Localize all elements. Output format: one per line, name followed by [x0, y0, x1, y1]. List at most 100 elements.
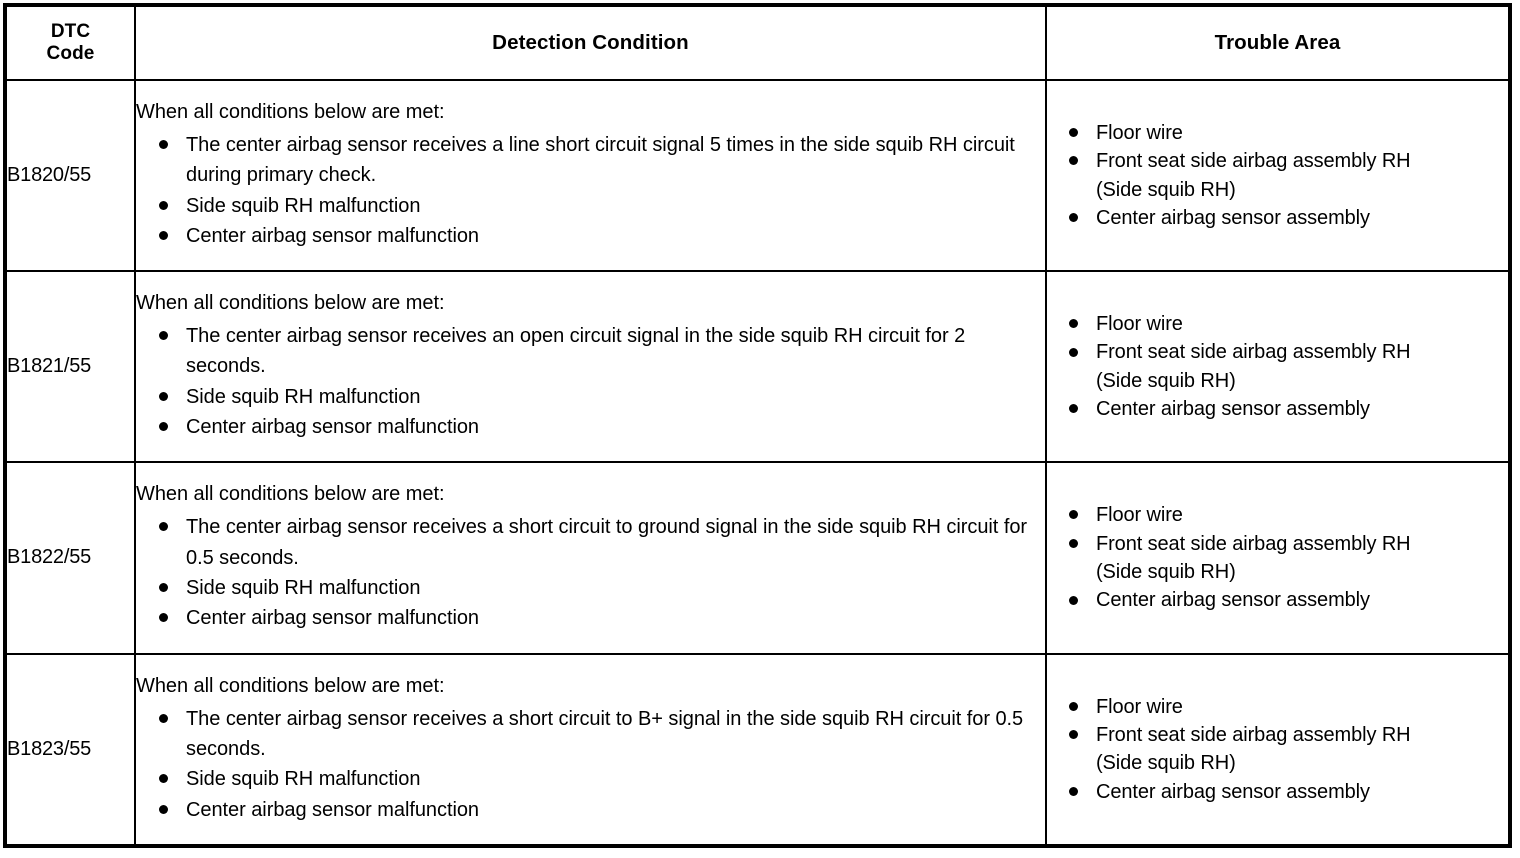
bullet-icon [159, 391, 168, 401]
list-item-text: Center airbag sensor assembly [1096, 780, 1370, 803]
bullet-icon [1069, 128, 1078, 137]
detection-condition-cell: When all conditions below are met: The c… [134, 652, 1047, 848]
list-item: Center airbag sensor malfunction [136, 795, 1045, 825]
list-item-text: Center airbag sensor malfunction [186, 224, 479, 247]
table-row: B1822/55 When all conditions below are m… [4, 461, 1511, 655]
trouble-area-cell: Floor wire Front seat side airbag assemb… [1045, 270, 1511, 464]
list-item: Center airbag sensor assembly [1047, 778, 1508, 806]
list-item: The center airbag sensor receives a shor… [136, 512, 1045, 573]
list-item-text: Floor wire [1096, 504, 1183, 527]
list-item: Center airbag sensor malfunction [136, 412, 1045, 442]
column-header-trouble-area: Trouble Area [1045, 4, 1511, 81]
bullet-icon [159, 713, 168, 723]
list-item-subtext: (Side squib RH) [1096, 752, 1236, 775]
list-item-text: Side squib RH malfunction [186, 576, 421, 599]
list-item-text: Front seat side airbag assembly RH [1096, 341, 1411, 364]
list-item-text: Front seat side airbag assembly RH [1096, 532, 1411, 555]
column-header-dtc-code-line2: Code [46, 43, 95, 64]
trouble-area-list: Floor wire Front seat side airbag assemb… [1047, 693, 1508, 807]
list-item: Side squib RH malfunction [136, 382, 1045, 412]
list-item-text: Side squib RH malfunction [186, 768, 421, 791]
detection-intro-text: When all conditions below are met: [136, 100, 445, 123]
bullet-icon [159, 613, 168, 623]
trouble-area-list: Floor wire Front seat side airbag assemb… [1047, 501, 1508, 615]
list-item: The center airbag sensor receives an ope… [136, 321, 1045, 382]
bullet-icon [159, 774, 168, 784]
detection-condition-list: The center airbag sensor receives a shor… [136, 512, 1045, 634]
bullet-icon [1069, 319, 1078, 329]
bullet-icon [1069, 786, 1078, 796]
detection-condition-cell: When all conditions below are met: The c… [134, 270, 1047, 464]
column-header-detection-condition: Detection Condition [134, 4, 1047, 81]
list-item-text: Center airbag sensor assembly [1096, 398, 1370, 421]
list-item-text: The center airbag sensor receives an ope… [186, 325, 966, 378]
list-item: Center airbag sensor malfunction [136, 221, 1045, 251]
list-item: Side squib RH malfunction [136, 764, 1045, 794]
trouble-area-cell: Floor wire Front seat side airbag assemb… [1045, 78, 1511, 273]
table-header: DTC Code Detection Condition Trouble Are… [4, 4, 1511, 81]
table-row: B1820/55 When all conditions below are m… [4, 78, 1511, 273]
dtc-code-cell: B1823/55 [4, 652, 136, 848]
detection-condition-list: The center airbag sensor receives a line… [136, 130, 1045, 252]
list-item: Floor wire [1047, 693, 1508, 721]
dtc-code-cell: B1821/55 [4, 270, 136, 464]
list-item: Floor wire [1047, 501, 1508, 529]
detection-condition-list: The center airbag sensor receives an ope… [136, 321, 1045, 443]
list-item: Floor wire [1047, 310, 1508, 338]
list-item: Center airbag sensor assembly [1047, 204, 1508, 232]
list-item-text: The center airbag sensor receives a line… [186, 133, 1015, 187]
list-item: Side squib RH malfunction [136, 573, 1045, 603]
list-item: Center airbag sensor malfunction [136, 603, 1045, 633]
dtc-code-cell: B1820/55 [4, 78, 136, 273]
list-item-text: Center airbag sensor assembly [1096, 206, 1370, 229]
list-item: The center airbag sensor receives a line… [136, 130, 1045, 191]
list-item-text: Front seat side airbag assembly RH [1096, 723, 1411, 746]
detection-condition-cell: When all conditions below are met: The c… [134, 78, 1047, 273]
bullet-icon [1069, 595, 1078, 605]
list-item: Center airbag sensor assembly [1047, 395, 1508, 423]
list-item-text: Center airbag sensor malfunction [186, 798, 479, 821]
bullet-icon [159, 522, 168, 532]
list-item: Front seat side airbag assembly RH (Side … [1047, 147, 1508, 204]
header-row: DTC Code Detection Condition Trouble Are… [4, 4, 1511, 81]
list-item: Front seat side airbag assembly RH(Side … [1047, 530, 1508, 587]
bullet-icon [1069, 347, 1078, 357]
bullet-icon [159, 139, 168, 149]
dtc-code-cell: B1822/55 [4, 461, 136, 655]
bullet-icon [159, 804, 168, 814]
trouble-area-list: Floor wire Front seat side airbag assemb… [1047, 119, 1508, 233]
list-item-text: Center airbag sensor malfunction [186, 416, 479, 439]
bullet-icon [159, 200, 168, 210]
list-item-text: The center airbag sensor receives a shor… [186, 516, 1028, 569]
detection-condition-cell: When all conditions below are met: The c… [134, 461, 1047, 655]
dtc-diagnostic-table: DTC Code Detection Condition Trouble Are… [3, 3, 1512, 848]
detection-intro-text: When all conditions below are met: [136, 483, 445, 506]
list-item-text: Floor wire [1096, 695, 1183, 718]
list-item-text: The center airbag sensor receives a shor… [186, 707, 1024, 760]
bullet-icon [1069, 538, 1078, 548]
list-item: Side squib RH malfunction [136, 191, 1045, 221]
list-item-subtext: (Side squib RH) [1096, 369, 1236, 392]
table-row: B1823/55 When all conditions below are m… [4, 652, 1511, 848]
bullet-icon [1069, 213, 1078, 223]
trouble-area-cell: Floor wire Front seat side airbag assemb… [1045, 461, 1511, 655]
list-item-text: Center airbag sensor assembly [1096, 589, 1370, 612]
list-item: Front seat side airbag assembly RH (Side … [1047, 338, 1508, 395]
list-item: The center airbag sensor receives a shor… [136, 704, 1045, 765]
list-item: Center airbag sensor assembly [1047, 586, 1508, 614]
detection-intro-text: When all conditions below are met: [136, 292, 445, 314]
list-item-text: Front seat side airbag assembly RH [1096, 150, 1411, 173]
list-item-text: Floor wire [1096, 313, 1183, 335]
detection-intro-text: When all conditions below are met: [136, 674, 445, 697]
column-header-dtc-code: DTC Code [4, 4, 136, 81]
detection-condition-list: The center airbag sensor receives a shor… [136, 704, 1045, 826]
list-item-subtext: (Side squib RH) [1096, 178, 1236, 201]
bullet-icon [159, 582, 168, 592]
table-row: B1821/55 When all conditions below are m… [4, 270, 1511, 464]
trouble-area-cell: Floor wire Front seat side airbag assemb… [1045, 652, 1511, 848]
list-item-text: Center airbag sensor malfunction [186, 607, 479, 630]
bullet-icon [159, 331, 168, 340]
trouble-area-list: Floor wire Front seat side airbag assemb… [1047, 310, 1508, 424]
bullet-icon [1069, 730, 1078, 740]
bullet-icon [159, 422, 168, 432]
